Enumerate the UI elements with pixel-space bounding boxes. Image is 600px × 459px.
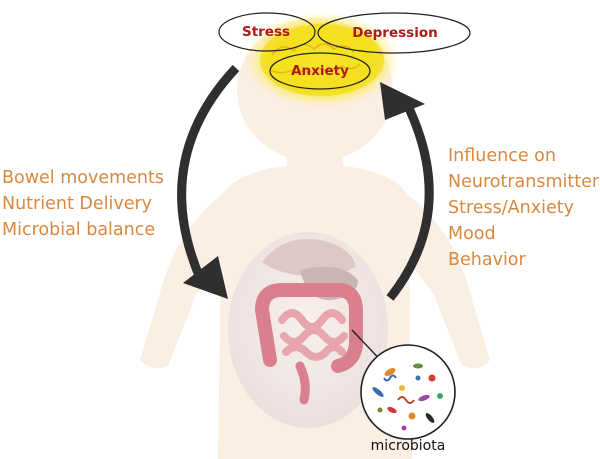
anxiety-label: Anxiety <box>291 63 349 79</box>
microbiota-circle-icon <box>360 344 456 440</box>
anxiety-ellipse <box>269 52 371 90</box>
gut-effect-item: Bowel movements <box>2 168 164 188</box>
digestive-system-icon <box>228 232 388 428</box>
stress-ellipse <box>218 12 316 52</box>
gut-effect-item: Nutrient Delivery <box>2 194 153 214</box>
gut-effect-item: Microbial balance <box>2 220 156 240</box>
microbiota-label: microbiota <box>370 438 446 454</box>
depression-ellipse <box>317 12 471 54</box>
gut-to-brain-effects-list: Bowel movements Nutrient Delivery Microb… <box>2 165 164 243</box>
brain-to-gut-effects-list: Influence on Neurotransmitter Stress/Anx… <box>448 143 599 273</box>
brain-effect-item: Neurotransmitter <box>448 172 600 192</box>
brain-effect-item: Influence on <box>448 146 556 166</box>
brain-glow-icon <box>244 12 400 108</box>
brain-effect-item: Behavior <box>448 250 526 270</box>
stress-label: Stress <box>241 24 291 40</box>
curved-arrow-down-icon <box>177 64 240 299</box>
brain-effect-item: Stress/Anxiety <box>448 198 574 218</box>
curved-arrow-up-icon <box>380 82 434 301</box>
brain-effect-item: Mood <box>448 224 496 244</box>
depression-label: Depression <box>352 25 438 41</box>
